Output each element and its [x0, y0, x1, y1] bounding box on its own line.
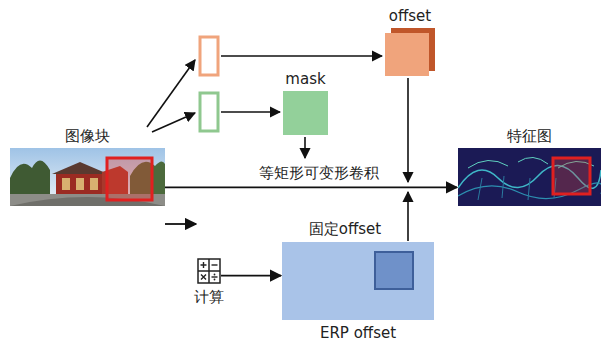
node-heading: 计算	[194, 289, 224, 306]
connector-arrow	[165, 223, 196, 225]
flow-arrow	[304, 137, 306, 158]
flow-arrow	[221, 111, 280, 113]
edge-label: 等矩形可变形卷积	[257, 165, 381, 182]
image-block: 图像块	[10, 148, 165, 206]
feature-map: 特征图	[458, 148, 601, 206]
flow-arrow	[407, 192, 409, 241]
offset-map-shape	[385, 28, 435, 76]
image-block-shape	[10, 148, 165, 206]
node-heading: 图像块	[65, 128, 110, 145]
mask-map-shape	[283, 91, 328, 135]
mask-map: mask	[283, 91, 328, 135]
calc-icon-shape	[197, 258, 221, 284]
node-heading: mask	[285, 71, 325, 88]
node-heading: ERP offset	[320, 325, 396, 342]
offset-branch-box	[200, 37, 218, 75]
flow-arrow	[221, 55, 382, 57]
node-heading: 特征图	[507, 128, 552, 145]
branch-arrow	[152, 113, 195, 132]
offset-map: offset	[385, 28, 435, 76]
erp-offset-map: ERP offset	[282, 242, 434, 320]
mask-branch-box	[200, 93, 218, 131]
note-label: 固定offset	[307, 221, 383, 238]
connector-arrow	[221, 275, 281, 277]
feature-map-shape	[458, 148, 601, 206]
node-heading: offset	[389, 8, 431, 25]
calc-icon: 计算	[197, 258, 221, 284]
connector-arrow	[165, 187, 457, 189]
flow-arrow	[407, 78, 409, 182]
erp-offset-map-shape	[282, 242, 434, 320]
